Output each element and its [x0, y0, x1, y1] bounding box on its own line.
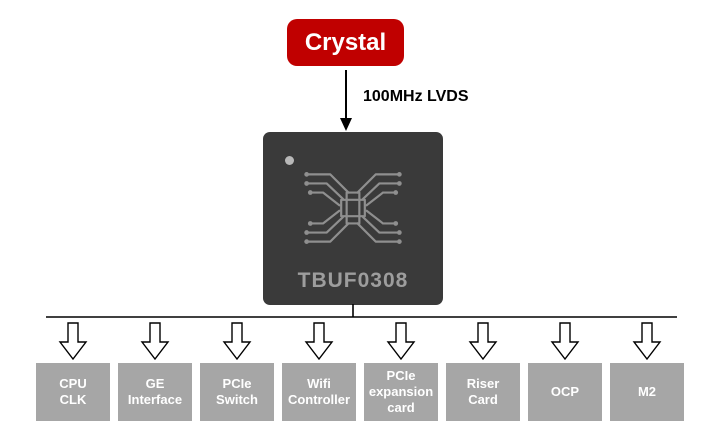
block-arrow-icon — [140, 322, 170, 360]
output-label: GE Interface — [127, 375, 183, 407]
output-column: Riser Card — [446, 322, 520, 421]
output-column: GE Interface — [118, 322, 192, 421]
output-box: M2 — [610, 363, 684, 421]
block-arrow-icon — [550, 322, 580, 360]
chip-pin1-dot-icon — [285, 156, 294, 165]
output-column: PCIe expansion card — [364, 322, 438, 421]
output-column: OCP — [528, 322, 602, 421]
output-box: PCIe Switch — [200, 363, 274, 421]
crystal-box: Crystal — [287, 19, 404, 66]
chip-label: TBUF0308 — [297, 269, 409, 292]
output-box: CPU CLK — [36, 363, 110, 421]
output-column: CPU CLK — [36, 322, 110, 421]
output-column: Wifi Controller — [282, 322, 356, 421]
output-column: M2 — [610, 322, 684, 421]
output-label: M2 — [637, 383, 657, 399]
output-label: Riser Card — [466, 375, 500, 407]
output-box: PCIe expansion card — [364, 363, 438, 421]
crystal-label: Crystal — [304, 28, 387, 56]
output-label: PCIe Switch — [216, 375, 258, 407]
block-arrow-icon — [58, 322, 88, 360]
block-arrow-icon — [386, 322, 416, 360]
chip-logo-icon — [304, 172, 402, 244]
down-arrow-icon — [340, 70, 352, 131]
output-label: PCIe expansion card — [368, 367, 434, 416]
output-column: PCIe Switch — [200, 322, 274, 421]
output-label: CPU CLK — [59, 375, 87, 407]
output-box: GE Interface — [118, 363, 192, 421]
output-box: Riser Card — [446, 363, 520, 421]
output-box: Wifi Controller — [282, 363, 356, 421]
output-label: Wifi Controller — [287, 375, 351, 407]
connector-label: 100MHz LVDS — [363, 88, 469, 105]
output-box: OCP — [528, 363, 602, 421]
output-label: OCP — [550, 383, 580, 399]
outputs-row: CPU CLK GE Interface PCIe Switch — [36, 322, 684, 421]
block-arrow-icon — [304, 322, 334, 360]
chip: TBUF0308 — [263, 132, 443, 305]
bus-line — [46, 304, 677, 318]
block-arrow-icon — [468, 322, 498, 360]
block-arrow-icon — [632, 322, 662, 360]
block-arrow-icon — [222, 322, 252, 360]
